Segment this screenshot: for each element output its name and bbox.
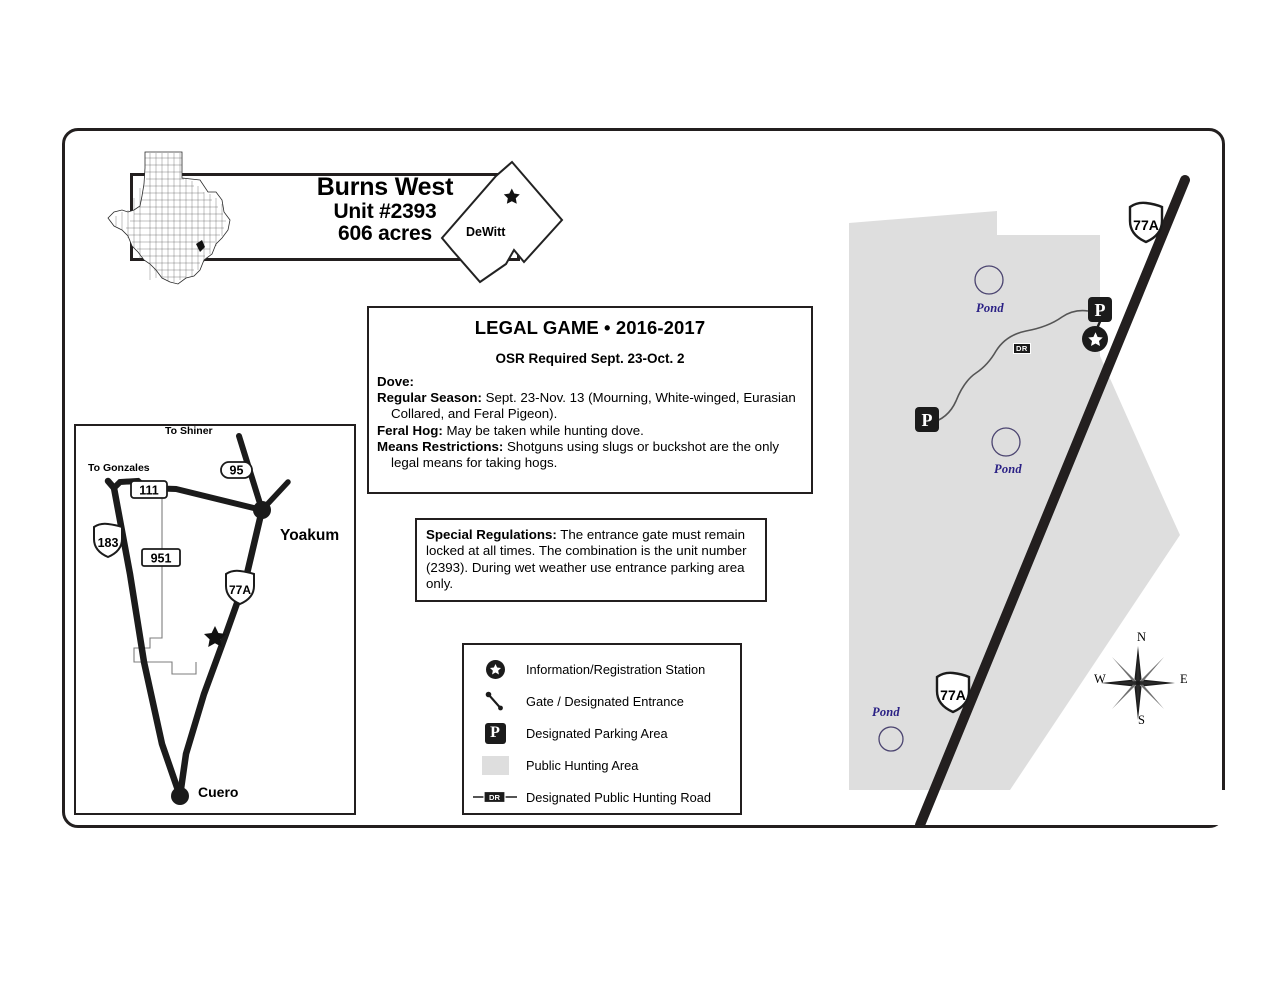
dewitt-county-outline-icon	[440, 160, 564, 284]
svg-text:95: 95	[230, 463, 244, 477]
special-regulations-label: Special Regulations:	[426, 527, 557, 542]
osr-requirement-note: OSR Required Sept. 23-Oct. 2	[495, 351, 685, 366]
special-regulations-box: Special Regulations: The entrance gate m…	[415, 518, 767, 602]
main-map-graphic: 77A 77A	[820, 175, 1225, 825]
legal-entry-means-restrictions: Means Restrictions: Shotguns using slugs…	[377, 439, 803, 471]
inset-label-to-gonzales: To Gonzales	[88, 462, 150, 474]
compass-label-south: S	[1138, 713, 1145, 727]
legal-entry-dove: Dove:	[377, 374, 803, 390]
compass-label-north: N	[1137, 630, 1147, 644]
legend-label-designated-road: Designated Public Hunting Road	[526, 789, 711, 805]
svg-text:77A: 77A	[1133, 217, 1159, 233]
special-regulations-body: The entrance gate must remain locked at …	[426, 527, 747, 592]
pond-label-north: Pond	[976, 301, 1004, 315]
compass-label-east: E	[1180, 672, 1188, 686]
unit-name: Burns West	[316, 173, 454, 201]
legal-entry-means-restrictions-text: Shotguns using slugs or buckshot are the…	[391, 438, 780, 471]
svg-text:111: 111	[139, 483, 159, 497]
public-hunting-area-polygon	[849, 211, 1180, 790]
special-regulations-text: Special Regulations: The entrance gate m…	[426, 527, 756, 592]
compass-label-west: W	[1094, 672, 1106, 686]
designated-road-tag: DR	[1013, 343, 1031, 354]
map-legend: Information/Registration Station Gate / …	[462, 643, 742, 815]
svg-text:77A: 77A	[229, 583, 251, 597]
pond-label-south: Pond	[872, 705, 900, 719]
legend-item-hunting-area: Public Hunting Area	[464, 749, 740, 781]
route-shield-951: 951	[141, 548, 181, 567]
vicinity-locator-map[interactable]: 95 111 183 951 77A To Gonzales	[74, 424, 356, 815]
title-text-block: Burns West Unit #2393 606 acres	[265, 174, 505, 245]
legal-entry-feral-hog-label: Feral Hog:	[377, 422, 443, 438]
legend-label-gate: Gate / Designated Entrance	[526, 693, 684, 709]
route-shield-77a-north: 77A	[1128, 201, 1164, 244]
legend-item-gate: Gate / Designated Entrance	[464, 685, 740, 717]
pond-circle-south	[878, 726, 904, 752]
inset-label-cuero: Cuero	[198, 784, 239, 800]
legal-entry-means-restrictions-label: Means Restrictions:	[377, 438, 504, 454]
compass-rose-icon	[1101, 646, 1175, 720]
texas-state-map-icon	[107, 151, 231, 285]
legend-item-parking: P Designated Parking Area	[464, 717, 740, 749]
legal-entry-feral-hog: Feral Hog: May be taken while hunting do…	[377, 423, 803, 439]
parking-p-icon: P	[464, 722, 526, 744]
legend-label-hunting-area: Public Hunting Area	[526, 757, 639, 773]
legend-label-parking: Designated Parking Area	[526, 725, 668, 741]
legal-entry-feral-hog-text: May be taken while hunting dove.	[442, 422, 644, 438]
pond-circle-north	[974, 265, 1004, 295]
inset-label-yoakum: Yoakum	[280, 527, 340, 544]
route-shield-77a: 77A	[225, 569, 255, 606]
svg-text:77A: 77A	[940, 687, 966, 703]
legal-game-entries: Dove: Regular Season: Sept. 23-Nov. 13 (…	[377, 374, 803, 471]
legal-entry-regular-season-label: Regular Season:	[377, 390, 482, 406]
inset-label-to-shiner: To Shiner	[165, 425, 213, 437]
parking-marker-entrance[interactable]: P	[1088, 297, 1112, 322]
route-shield-95: 95	[220, 461, 253, 479]
svg-text:183: 183	[98, 536, 119, 550]
legal-entry-dove-label: Dove:	[377, 374, 414, 389]
shaded-area-swatch	[464, 755, 526, 775]
route-shield-77a-south: 77A	[935, 671, 971, 714]
designated-road-icon: DR	[464, 789, 526, 805]
legend-item-designated-road: DR Designated Public Hunting Road	[464, 781, 740, 813]
legal-entry-regular-season: Regular Season: Sept. 23-Nov. 13 (Mourni…	[377, 390, 803, 422]
star-in-circle-icon	[464, 659, 526, 679]
legend-label-information-station: Information/Registration Station	[526, 661, 706, 677]
unit-number: Unit #2393	[333, 199, 437, 223]
inset-map-graphic: 95 111 183 951 77A	[93, 433, 291, 805]
main-unit-map[interactable]: 77A 77A Pond Pond Pond P P DR	[820, 135, 1225, 825]
route-shield-183: 183	[93, 522, 123, 559]
parking-marker-interior[interactable]: P	[915, 407, 939, 432]
route-shield-111: 111	[130, 480, 168, 499]
legend-item-information-station: Information/Registration Station	[464, 653, 740, 685]
legal-game-heading: LEGAL GAME • 2016-2017	[474, 317, 706, 338]
svg-text:DR: DR	[489, 793, 500, 802]
legal-entry-regular-season-text: Sept. 23-Nov. 13 (Mourning, White-winged…	[391, 390, 796, 422]
legal-game-box: LEGAL GAME • 2016-2017 OSR Required Sept…	[367, 306, 813, 494]
parking-glyph: P	[484, 722, 506, 744]
pond-circle-middle	[991, 427, 1021, 457]
gate-icon	[464, 689, 526, 713]
svg-text:951: 951	[151, 552, 172, 566]
unit-acreage: 606 acres	[338, 221, 432, 245]
dewitt-county-label: DeWitt	[466, 225, 506, 239]
information-registration-station-marker[interactable]	[1082, 326, 1108, 352]
pond-label-middle: Pond	[994, 462, 1022, 476]
